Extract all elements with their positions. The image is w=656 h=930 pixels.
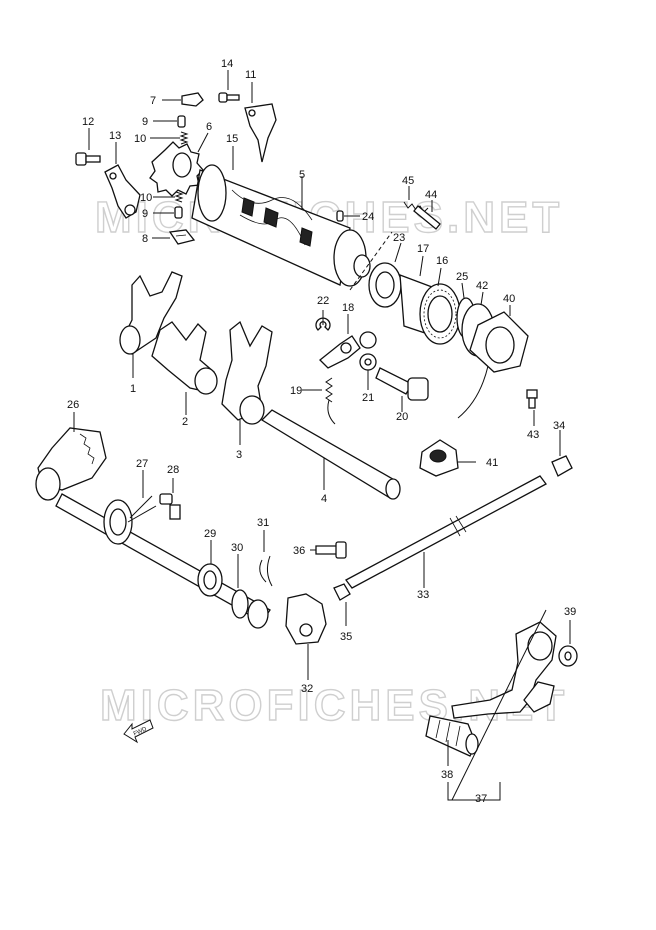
label-part-35: 35 — [340, 631, 352, 643]
label-part-30: 30 — [231, 542, 243, 554]
label-part-9-lower: 9 — [142, 208, 148, 220]
part-9-pin-drawing — [153, 115, 186, 219]
label-part-16: 16 — [436, 255, 448, 267]
part-14-bolt-drawing — [218, 70, 240, 103]
label-part-19: 19 — [290, 385, 302, 397]
part-33-rod-drawing — [345, 475, 547, 589]
label-part-34: 34 — [553, 420, 565, 432]
part-40-cover-drawing — [457, 305, 529, 419]
label-part-26: 26 — [67, 399, 79, 411]
label-part-37: 37 — [475, 793, 487, 805]
part-38-peg-drawing — [425, 715, 479, 766]
label-part-36: 36 — [293, 545, 305, 557]
part-20-bolt-drawing — [375, 367, 429, 412]
label-part-21: 21 — [362, 392, 374, 404]
label-part-2: 2 — [182, 416, 188, 428]
part-6-cam-drawing — [149, 132, 209, 197]
label-part-8: 8 — [142, 233, 148, 245]
part-7-drawing — [162, 92, 204, 107]
label-part-32: 32 — [301, 683, 313, 695]
part-21-washer-drawing — [359, 331, 377, 390]
label-part-33: 33 — [417, 589, 429, 601]
label-part-17: 17 — [417, 243, 429, 255]
part-27-seal-drawing — [103, 470, 157, 545]
label-part-38: 38 — [441, 769, 453, 781]
label-part-6: 6 — [206, 121, 212, 133]
label-part-10-lower: 10 — [140, 192, 152, 204]
fwd-label: FWD — [133, 726, 149, 737]
part-24-pin-drawing — [336, 210, 360, 222]
part-18-arm-drawing — [319, 314, 361, 369]
label-part-41: 41 — [486, 457, 498, 469]
part-36-bolt-drawing — [310, 541, 347, 559]
part-4-fork-shaft-drawing — [260, 409, 401, 500]
label-part-11: 11 — [245, 69, 256, 81]
part-23-bearing-drawing — [368, 242, 402, 308]
part-35-nut-drawing — [333, 583, 351, 626]
label-part-20: 20 — [396, 411, 408, 423]
part-28-bolt-drawing — [159, 478, 181, 520]
part-31-clip-drawing — [259, 530, 273, 587]
label-part-4: 4 — [321, 493, 327, 505]
part-34-nut-drawing — [551, 430, 573, 477]
part-30-washer-drawing — [231, 554, 269, 629]
part-19-spring-drawing — [302, 377, 336, 425]
part-37-shift-lever-drawing — [451, 609, 557, 801]
part-13-stopper-plate-drawing — [104, 142, 141, 219]
label-part-13: 13 — [109, 130, 121, 142]
part-44-pin-drawing — [413, 200, 441, 230]
label-part-24: 24 — [362, 211, 374, 223]
label-part-43: 43 — [527, 429, 539, 441]
part-8-retainer-drawing — [152, 229, 196, 245]
label-part-39: 39 — [564, 606, 576, 618]
part-37-bracket — [447, 782, 501, 801]
label-part-42: 42 — [476, 280, 488, 292]
label-part-9-upper: 9 — [142, 116, 148, 128]
part-17-16-bearing-drawing — [399, 255, 461, 345]
label-part-14: 14 — [221, 58, 233, 70]
label-part-15: 15 — [226, 133, 238, 145]
label-part-5: 5 — [299, 169, 305, 181]
part-39-washer-drawing — [558, 620, 578, 667]
label-part-29: 29 — [204, 528, 216, 540]
label-part-10-upper: 10 — [134, 133, 146, 145]
label-part-22: 22 — [317, 295, 329, 307]
label-part-18: 18 — [342, 302, 354, 314]
label-part-25: 25 — [456, 271, 468, 283]
part-2-shift-fork-drawing — [151, 321, 218, 415]
label-part-44: 44 — [425, 189, 437, 201]
label-part-28: 28 — [167, 464, 179, 476]
label-part-1: 1 — [130, 383, 136, 395]
part-11-lever-drawing — [244, 82, 277, 163]
part-3-shift-fork-drawing — [221, 320, 273, 445]
part-5-shift-drum-drawing — [191, 146, 371, 287]
label-part-23: 23 — [393, 232, 405, 244]
label-part-40: 40 — [503, 293, 515, 305]
label-part-7: 7 — [150, 95, 156, 107]
label-part-31: 31 — [257, 517, 269, 529]
part-41-cap-drawing — [419, 439, 476, 477]
fwd-arrow-icon: FWD — [123, 719, 154, 744]
label-part-45: 45 — [402, 175, 414, 187]
part-10-spring-drawing — [150, 131, 189, 203]
part-43-bolt-drawing — [526, 389, 538, 426]
part-12-bolt-drawing — [75, 128, 101, 166]
label-part-27: 27 — [136, 458, 148, 470]
part-22-clip-drawing — [315, 310, 331, 331]
part-26-shift-shaft-drawing — [35, 412, 271, 623]
part-32-joint-drawing — [285, 593, 327, 680]
part-29-seal-drawing — [197, 540, 223, 597]
part-1-shift-fork-drawing — [119, 271, 183, 378]
label-part-3: 3 — [236, 449, 242, 461]
label-part-12: 12 — [82, 116, 94, 128]
part-labels: 1 2 3 4 5 6 7 8 9 9 10 10 11 12 13 14 15… — [67, 58, 576, 805]
